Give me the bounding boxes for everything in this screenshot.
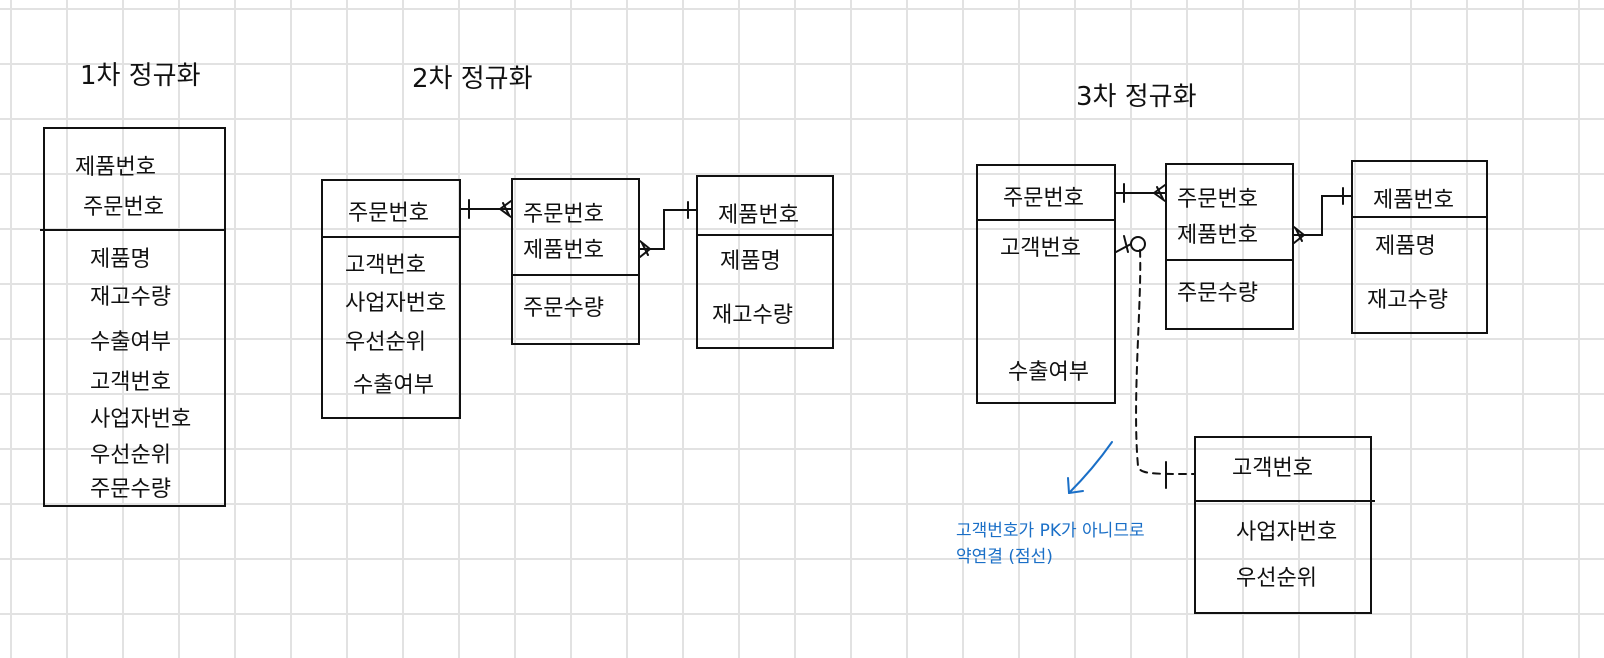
order-separator	[323, 236, 459, 238]
attr-priority: 우선순위	[90, 443, 171, 468]
entity-2nf-orderline: 주문번호 제품번호 주문수량	[511, 178, 640, 345]
attr-business-no: 사업자번호	[345, 291, 447, 316]
attr-priority: 우선순위	[1236, 566, 1317, 591]
key-product-no: 제품번호	[75, 155, 156, 180]
entity-2nf-product: 제품번호 제품명 재고수량	[696, 175, 834, 349]
attr-business-no: 사업자번호	[1236, 520, 1338, 545]
entity-3nf-order: 주문번호 고객번호 수출여부	[976, 164, 1116, 404]
product-header: 제품번호	[1373, 188, 1454, 213]
rel-3nf-order-customer-weak	[1115, 235, 1195, 489]
order-separator	[978, 219, 1114, 221]
attr-product-name: 제품명	[720, 249, 781, 274]
rel-2nf-orderline-product	[639, 201, 697, 258]
entity-3nf-orderline: 주문번호 제품번호 주문수량	[1165, 163, 1294, 330]
rel-3nf-orderline-product	[1293, 187, 1352, 244]
key-order-no: 주문번호	[83, 195, 164, 220]
attr-order-qty: 주문수량	[523, 296, 604, 321]
entity-3nf-customer: 고객번호 사업자번호 우선순위	[1194, 436, 1375, 614]
product-separator	[698, 234, 832, 236]
note-line-1: 고객번호가 PK가 아니므로	[956, 521, 1145, 541]
attr-export-flag: 수출여부	[353, 373, 434, 398]
orderline-separator	[1167, 259, 1292, 261]
orderline-separator	[513, 274, 638, 276]
product-header: 제품번호	[718, 203, 799, 228]
entity-3nf-product: 제품번호 제품명 재고수량	[1351, 160, 1488, 334]
product-separator	[1353, 216, 1486, 218]
title-3nf: 3차 정규화	[1076, 82, 1197, 112]
attr-export-flag: 수출여부	[90, 330, 171, 355]
customer-separator	[1196, 500, 1375, 502]
attr-customer-no: 고객번호	[90, 370, 171, 395]
key-order-no: 주문번호	[523, 202, 604, 227]
weak-link-note: 고객번호가 PK가 아니므로 약연결 (점선)	[956, 518, 1145, 570]
note-arrow-icon	[1067, 441, 1113, 494]
entity-2nf-order: 주문번호 고객번호 사업자번호 우선순위 수출여부	[321, 179, 461, 419]
key-order-no: 주문번호	[1177, 187, 1258, 212]
entity-1nf: 제품번호 주문번호 제품명 재고수량 수출여부 고객번호 사업자번호 우선순위 …	[40, 127, 226, 507]
attr-customer-no: 고객번호	[1000, 236, 1081, 261]
attr-stock-qty: 재고수량	[712, 303, 793, 328]
attr-business-no: 사업자번호	[90, 407, 192, 432]
rel-2nf-order-orderline	[460, 199, 512, 219]
note-line-2: 약연결 (점선)	[956, 547, 1053, 567]
order-header: 주문번호	[348, 201, 429, 226]
attr-order-qty: 주문수량	[1177, 281, 1258, 306]
key-product-no: 제품번호	[1177, 223, 1258, 248]
order-header: 주문번호	[1003, 186, 1084, 211]
title-1nf: 1차 정규화	[80, 61, 201, 91]
customer-header: 고객번호	[1232, 456, 1313, 481]
attr-stock-qty: 재고수량	[1367, 288, 1448, 313]
key-product-no: 제품번호	[523, 238, 604, 263]
attr-product-name: 제품명	[1375, 234, 1436, 259]
key-separator	[40, 229, 224, 231]
attr-export-flag: 수출여부	[1008, 360, 1089, 385]
attr-product-name: 제품명	[90, 247, 151, 272]
title-2nf: 2차 정규화	[412, 64, 533, 94]
rel-3nf-order-orderline	[1115, 183, 1166, 203]
attr-priority: 우선순위	[345, 330, 426, 355]
attr-order-qty: 주문수량	[90, 477, 171, 502]
attr-stock-qty: 재고수량	[90, 285, 171, 310]
attr-customer-no: 고객번호	[345, 253, 426, 278]
